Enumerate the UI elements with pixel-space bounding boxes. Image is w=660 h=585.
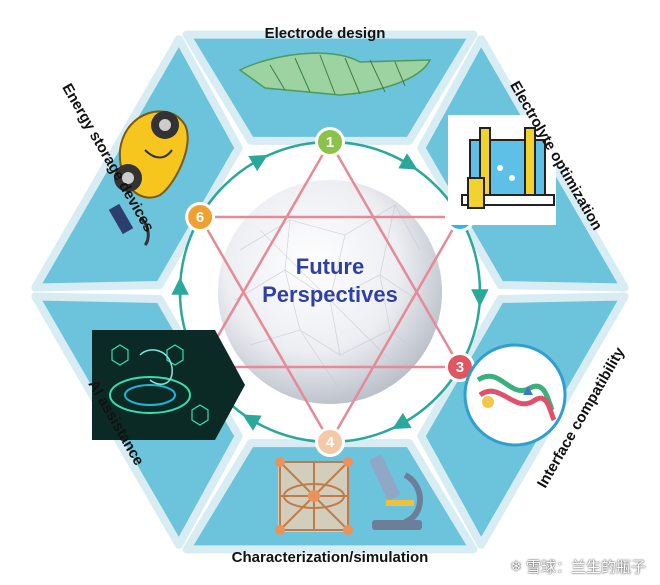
number-badge: 1 [315,127,345,157]
snowball-icon: ❄ [510,558,522,575]
center-title-line2: Perspectives [262,282,398,307]
electrode-illustration [238,52,432,96]
number-badge: 3 [444,352,475,382]
number-badge-text: 1 [326,134,334,151]
number-badge: 6 [185,202,216,232]
ring-arrow [248,154,268,172]
number-badge: 4 [315,427,345,457]
number-badge-text: 6 [196,209,204,226]
number-badge-text: 4 [326,434,335,451]
watermark-text: 雪球：兰生的瓶子 [525,558,646,576]
star-triangle [198,140,462,369]
microscope-icon [369,455,423,530]
electrolyte-illustration [448,115,556,225]
car-illustration [108,110,189,247]
interface-illustration [463,343,567,447]
star-triangle [198,215,462,444]
ai-illustration [92,330,245,440]
hexagram-star [198,140,462,444]
label-electrode-design: Electrode design [265,25,386,42]
watermark: ❄ 雪球：兰生的瓶子 [510,556,646,577]
ring-arrow [392,412,412,430]
ring-arrow [398,153,418,170]
ring-arrow [242,414,262,431]
center-sphere [218,180,442,404]
center-title-line1: Future [296,254,364,279]
label-characterization-simulation: Characterization/simulation [232,549,429,566]
number-badge-text: 3 [456,359,464,376]
characterization-illustration [275,455,423,535]
